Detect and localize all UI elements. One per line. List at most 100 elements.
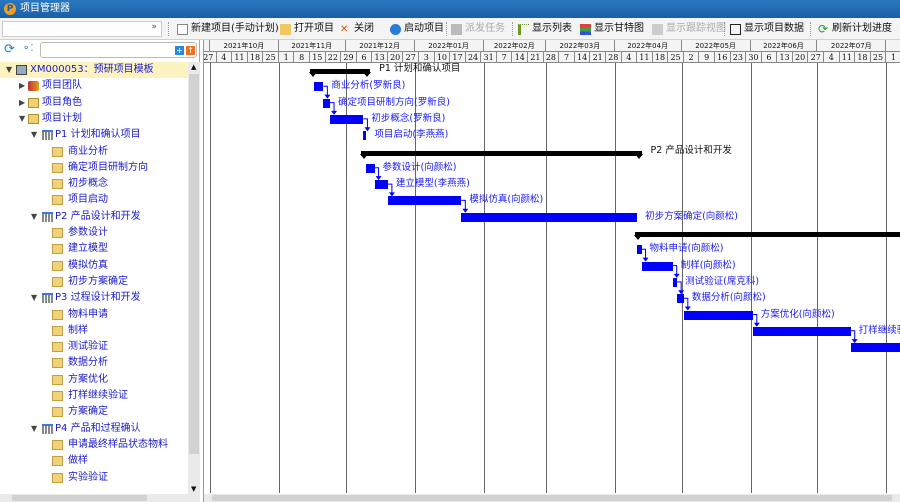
toolbar-button-folder[interactable]: 打开项目 — [280, 21, 334, 37]
expand-arrow-icon[interactable]: ▼ — [19, 113, 26, 123]
toolbar-separator — [724, 22, 725, 36]
tree-item[interactable]: 商业分析 — [0, 144, 188, 160]
task-label: 打样继续验证(向颜松) — [858, 324, 900, 336]
tree-item[interactable]: ▼项目计划 — [0, 111, 188, 127]
toolbar-button-label: 显示列表 — [532, 23, 572, 34]
month-gridline — [414, 63, 416, 493]
data-icon — [730, 23, 741, 35]
toolbar-button-tracking[interactable]: 显示跟踪视图 — [652, 21, 726, 37]
task-bar[interactable] — [374, 180, 388, 190]
tree-horizontal-scrollbar[interactable] — [0, 494, 200, 502]
collapse-arrow-icon[interactable]: ▶ — [19, 81, 26, 91]
tree-item-label: 打样继续验证 — [68, 390, 128, 401]
tree-item[interactable]: 数据分析 — [0, 355, 188, 371]
toolbar-button-new-doc[interactable]: 新建项目(手动计划) — [177, 21, 279, 37]
summary-bar[interactable] — [633, 232, 900, 240]
expand-arrow-icon[interactable]: ▼ — [31, 211, 38, 221]
tree-item[interactable]: 制样 — [0, 323, 188, 339]
week-header-cell: 11 — [232, 52, 248, 63]
tree-vertical-scrollbar[interactable]: ▲ ▼ — [188, 62, 200, 494]
dependency-arrow — [641, 248, 647, 261]
tree-item[interactable]: ▼XM000053：预研项目模板 — [0, 62, 188, 78]
expand-arrow-icon[interactable]: ▼ — [31, 130, 38, 140]
tree-item-label: 制样 — [68, 324, 88, 336]
task-bar[interactable] — [672, 277, 678, 287]
project-combobox[interactable]: » — [2, 21, 162, 37]
tree-item[interactable]: ▶项目团队 — [0, 78, 188, 94]
task-bar[interactable] — [323, 98, 331, 108]
chevron-down-icon[interactable]: » — [151, 22, 157, 32]
phase-icon — [42, 423, 53, 434]
task-bar[interactable] — [387, 196, 462, 206]
toolbar-button-dispatch[interactable]: 派发任务 — [451, 21, 505, 37]
refresh-icon[interactable]: ⟳ — [4, 42, 15, 57]
scrollbar-thumb[interactable] — [212, 495, 892, 501]
tree-item-label: 模拟仿真 — [68, 259, 108, 271]
task-bar[interactable] — [314, 82, 324, 92]
tree-item[interactable]: 确定项目研制方向 — [0, 160, 188, 176]
tree-item-label: 初步方案确定 — [68, 275, 128, 287]
week-header-cell: 29 — [341, 52, 357, 63]
task-bar[interactable] — [330, 114, 364, 124]
summary-bar[interactable] — [360, 150, 643, 159]
task-label: 方案优化(向颜松) — [760, 308, 835, 320]
scrollbar-thumb[interactable] — [12, 495, 147, 501]
tree-item[interactable]: 参数设计 — [0, 225, 188, 241]
week-header-cell: 28 — [544, 52, 560, 63]
search-next-icon[interactable]: + — [175, 46, 184, 55]
task-bar[interactable] — [752, 326, 851, 336]
task-bar[interactable] — [461, 212, 638, 222]
tree-item[interactable]: ▶项目角色 — [0, 95, 188, 111]
task-bar[interactable] — [677, 294, 684, 304]
summary-bar[interactable] — [309, 69, 372, 77]
month-gridline — [886, 63, 888, 493]
tree-item[interactable]: 项目启动 — [0, 192, 188, 208]
expand-arrow-icon[interactable]: ▼ — [6, 65, 13, 74]
gantt-horizontal-scrollbar[interactable] — [204, 494, 900, 502]
tree-item[interactable]: 建立模型 — [0, 241, 188, 257]
tree-structure-icon[interactable]: ⚬⁚ — [22, 43, 34, 54]
toolbar-button-start[interactable]: 启动项目 — [390, 21, 444, 37]
tree-item[interactable]: 做样 — [0, 453, 188, 469]
scrollbar-thumb[interactable] — [189, 74, 199, 454]
toolbar-button-data[interactable]: 显示项目数据 — [730, 21, 804, 37]
toolbar-button-refresh[interactable]: ⟳刷新计划进度 — [818, 21, 892, 37]
toolbar-button-list[interactable]: 显示列表 — [518, 21, 572, 37]
tree-item[interactable]: 方案优化 — [0, 372, 188, 388]
dependency-arrow — [850, 330, 856, 343]
expand-arrow-icon[interactable]: ▼ — [31, 423, 38, 433]
tree-item[interactable]: 打样继续验证 — [0, 388, 188, 404]
tree-item[interactable]: 实验验证 — [0, 470, 188, 486]
month-header-cell: 2022年03月 — [546, 40, 615, 52]
task-label: 模拟仿真(向颜松) — [469, 194, 544, 206]
tree-item[interactable]: 申请最终样品状态物料 — [0, 437, 188, 453]
tree-item[interactable]: 测试验证 — [0, 339, 188, 355]
task-bar[interactable] — [850, 343, 900, 353]
tree-item[interactable]: 物料申请 — [0, 307, 188, 323]
task-bar[interactable] — [641, 261, 673, 271]
tree-search-input[interactable]: + ↑ — [40, 42, 197, 58]
toolbar-button-gantt[interactable]: 显示甘特图 — [580, 21, 644, 37]
tree-item[interactable]: 初步方案确定 — [0, 274, 188, 290]
tree-item[interactable]: ▼P3 过程设计和开发 — [0, 290, 188, 306]
tree-item[interactable]: ▼P2 产品设计和开发 — [0, 209, 188, 225]
tree-item[interactable]: ▼P1 计划和确认项目 — [0, 127, 188, 143]
scroll-up-icon[interactable]: ▲ — [191, 63, 197, 71]
task-bar[interactable] — [363, 131, 367, 141]
month-gridline — [278, 63, 280, 493]
new-doc-icon — [177, 23, 188, 35]
tree-item[interactable]: 方案确定 — [0, 404, 188, 420]
tree-item[interactable]: 初步概念 — [0, 176, 188, 192]
collapse-arrow-icon[interactable]: ▶ — [19, 97, 26, 107]
task-bar[interactable] — [683, 310, 753, 320]
task-bar[interactable] — [365, 163, 375, 173]
tree-item[interactable]: ▼P4 产品和过程确认 — [0, 421, 188, 437]
scroll-down-icon[interactable]: ▼ — [191, 485, 197, 493]
tree-item[interactable]: 模拟仿真 — [0, 258, 188, 274]
search-prev-icon[interactable]: ↑ — [186, 46, 195, 55]
toolbar-button-label: 显示跟踪视图 — [666, 23, 726, 34]
expand-arrow-icon[interactable]: ▼ — [31, 293, 38, 303]
task-bar[interactable] — [637, 245, 642, 255]
toolbar-button-close-x[interactable]: ✕关闭 — [340, 21, 374, 37]
dependency-arrow — [683, 297, 689, 310]
